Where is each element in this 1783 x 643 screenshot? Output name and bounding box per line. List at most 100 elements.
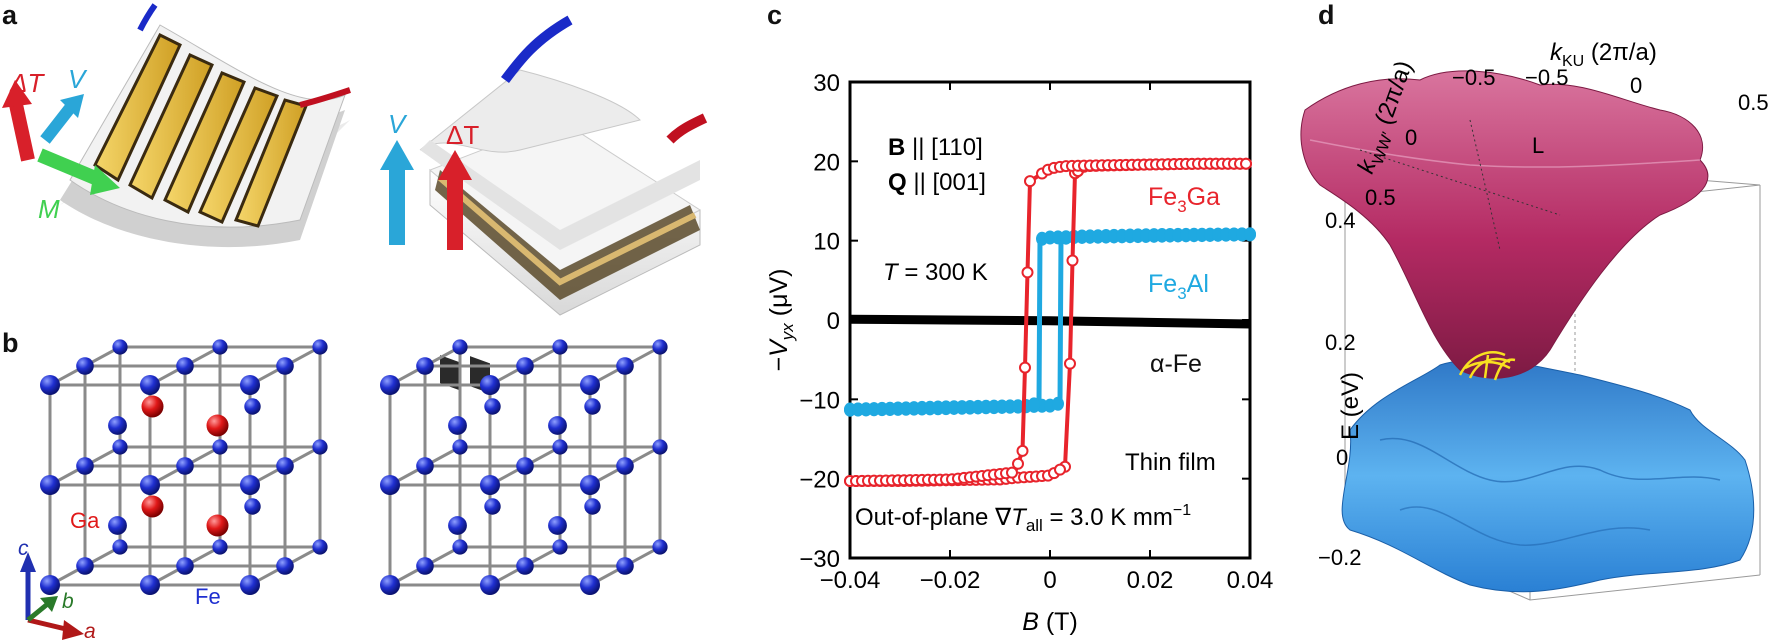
fe-atom — [140, 575, 160, 595]
series-label: Fe3Ga — [1148, 183, 1220, 216]
fe-atom — [516, 557, 534, 575]
k-ku-tick-pos: 0.5 — [1738, 90, 1769, 115]
fe-atom — [108, 516, 127, 535]
x-axis-label: B (T) — [1022, 608, 1078, 636]
fe-atom — [380, 375, 400, 395]
fe3ga-point — [1019, 361, 1031, 374]
fe-atom — [312, 339, 328, 355]
annotation-b-direction: B || [110] — [888, 134, 983, 161]
axis-a-label: a — [84, 620, 96, 643]
fe3ga-point — [1016, 444, 1029, 457]
y-tick-label: −30 — [799, 546, 840, 573]
fe3ga-point — [1021, 266, 1034, 279]
series-label: Fe3Al — [1148, 270, 1209, 303]
fe-atom — [112, 539, 128, 555]
fe-atom — [240, 575, 260, 595]
e-tick-04: 0.4 — [1325, 208, 1356, 233]
delta-t-label: ΔT — [9, 68, 45, 98]
fe-atom — [580, 375, 600, 395]
y-tick-label: 30 — [813, 70, 840, 97]
fe-atom — [40, 575, 60, 595]
e-tick-0: 0 — [1336, 445, 1348, 470]
ga-label: Ga — [70, 508, 100, 533]
k-ku-tick-neg: −0.5 — [1525, 65, 1568, 90]
fe-atom — [552, 339, 568, 355]
y-tick-label: −10 — [799, 387, 840, 414]
fe-atom — [452, 439, 468, 455]
fe3al-point — [1244, 227, 1256, 242]
crystal-axes-triad: c b a — [18, 537, 96, 643]
fe-atom — [140, 475, 160, 495]
fe-atom — [240, 475, 260, 495]
fe-atom — [108, 416, 127, 435]
fe-atom — [416, 457, 434, 475]
e-tick-02: 0.2 — [1325, 330, 1356, 355]
fe-atom — [516, 457, 534, 475]
panel-letter-b: b — [2, 328, 19, 358]
x-tick-label: 0.02 — [1127, 567, 1174, 594]
fe-atom — [76, 457, 94, 475]
k-ku-tick-zero: 0 — [1630, 73, 1642, 98]
fe3al-point — [1028, 397, 1040, 412]
fe-atom — [416, 557, 434, 575]
flexible-device-illustration — [2, 3, 351, 248]
y-tick-label: 0 — [827, 308, 840, 335]
voltage-label-right: V — [388, 109, 408, 139]
ga-atom — [206, 414, 229, 437]
fe-atom — [140, 375, 160, 395]
fe-atom — [244, 398, 261, 415]
fe3ga-point — [1012, 457, 1024, 470]
axis-b-label: b — [62, 590, 74, 613]
x-tick-label: 0 — [1043, 567, 1056, 594]
magnetization-label: M — [38, 194, 60, 224]
fe3ga-point — [1006, 466, 1018, 479]
fe-atom — [480, 475, 500, 495]
fe-label: Fe — [195, 584, 221, 609]
fe-atom — [380, 475, 400, 495]
e-tick-m02: −0.2 — [1318, 545, 1361, 570]
annotation-thin-film: Thin film — [1125, 449, 1216, 476]
fe-atom — [516, 357, 534, 375]
x-tick-label: 0.04 — [1227, 567, 1274, 594]
ga-atom — [206, 514, 229, 537]
y-axis-label: −Vyx (μV) — [765, 269, 797, 372]
fe-atom — [480, 375, 500, 395]
x-tick-label: −0.04 — [820, 567, 881, 594]
panel-d: kKU (2π/a) −0.5 0 0.5 kWW′ (2π/a) −0.5 0… — [1300, 39, 1769, 601]
x-tick-label: −0.02 — [920, 567, 981, 594]
fe-atom — [40, 375, 60, 395]
fe-atom — [652, 439, 668, 455]
fe-atom — [240, 375, 260, 395]
fe-atom — [416, 357, 434, 375]
upper-band-surface — [1300, 70, 1709, 379]
fe3ga-point — [1054, 463, 1066, 476]
panel-b — [40, 339, 668, 595]
panel-letter-a: a — [2, 0, 18, 30]
k-ku-axis-label: kKU (2π/a) — [1550, 39, 1657, 70]
fe-atom — [112, 339, 128, 355]
lower-band-surface — [1341, 359, 1755, 593]
fe-atom — [552, 539, 568, 555]
fe3ga-point — [1066, 254, 1079, 267]
fe-atom — [652, 539, 668, 555]
fe-atom — [580, 575, 600, 595]
k-ww-tick-zero: 0 — [1405, 125, 1417, 150]
annotation-q-direction: Q || [001] — [888, 169, 986, 196]
y-tick-label: 10 — [813, 229, 840, 256]
panel-letter-d: d — [1318, 0, 1335, 30]
fe3al-point — [1052, 396, 1064, 411]
k-ww-tick-pos: 0.5 — [1365, 185, 1396, 210]
fe-atom — [484, 498, 501, 515]
fe-atom — [452, 539, 468, 555]
fe-atom — [244, 498, 261, 515]
fe-atom — [312, 539, 328, 555]
fe-atom — [452, 339, 468, 355]
fe-atom — [112, 439, 128, 455]
panel-a: ΔT V M V ΔT — [2, 3, 708, 394]
fe-atom — [580, 475, 600, 495]
fe-atom — [616, 457, 634, 475]
fe-atom — [584, 398, 601, 415]
fe-atom — [212, 339, 228, 355]
